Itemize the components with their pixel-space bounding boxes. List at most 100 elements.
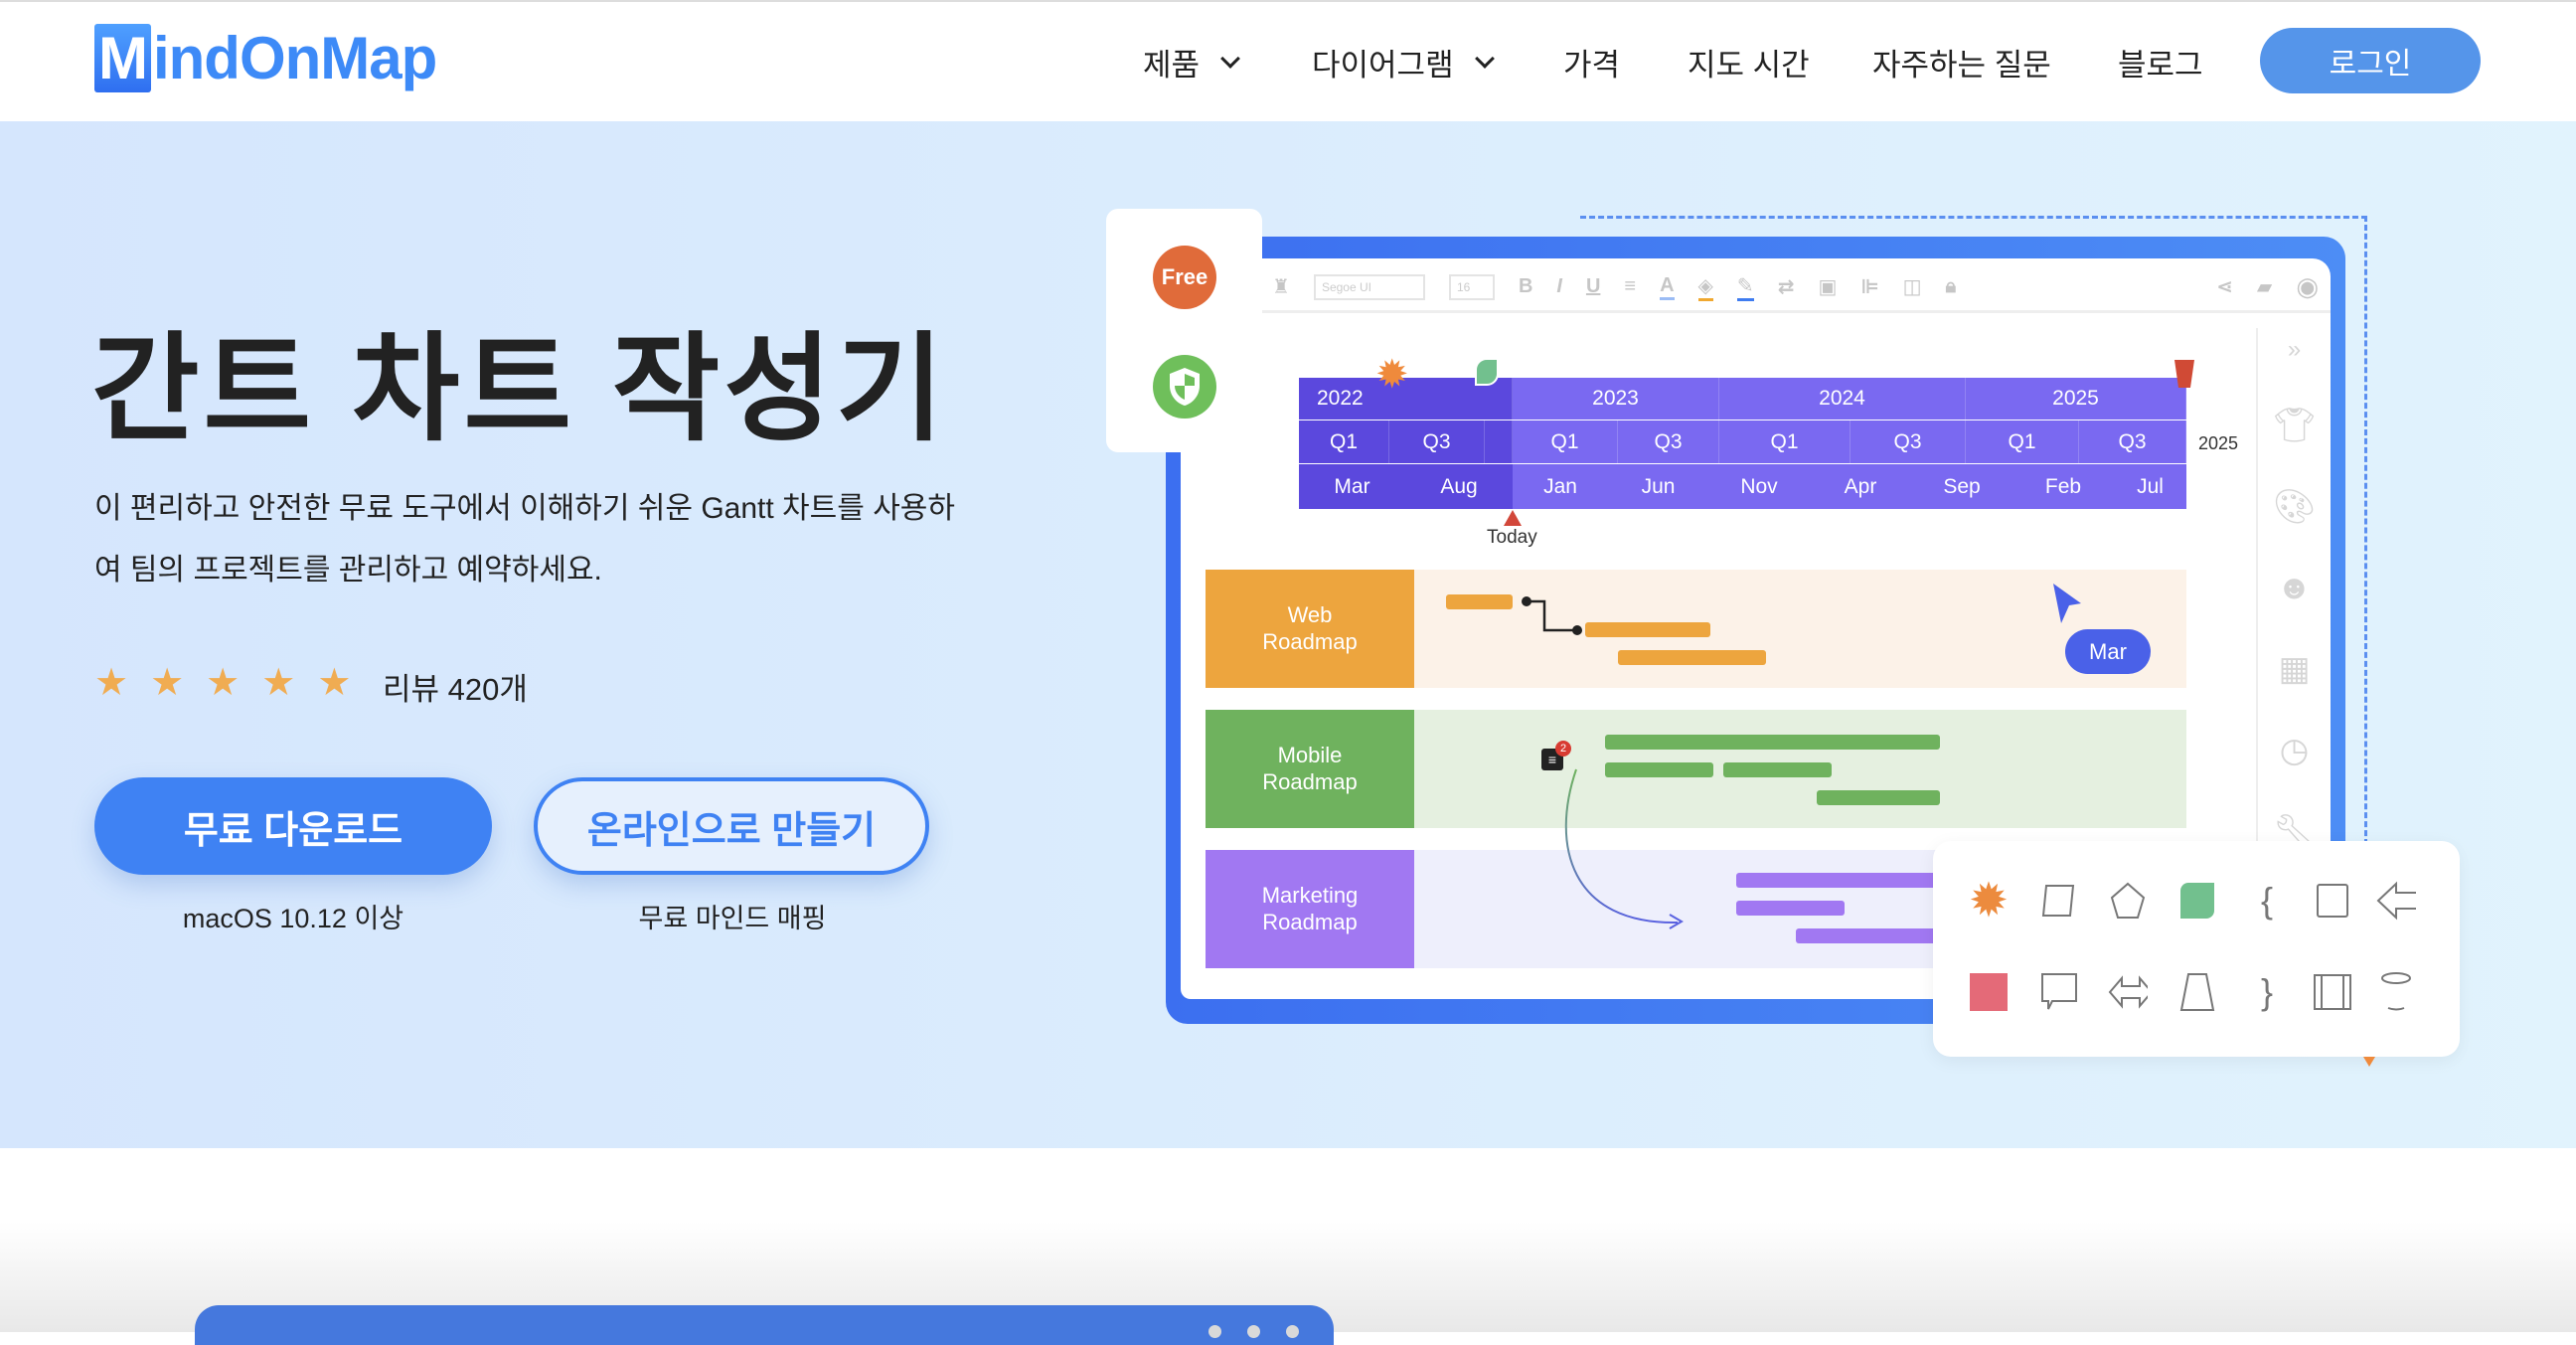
month-cell: Jun xyxy=(1608,464,1708,509)
create-online-button[interactable]: 온라인으로 만들기 xyxy=(534,777,929,875)
quarter-cell: Q1 xyxy=(1299,420,1389,463)
cylinder-shape-icon[interactable] xyxy=(2376,972,2416,1012)
star-icon: ★ xyxy=(317,662,352,704)
month-cell: Nov xyxy=(1708,464,1810,509)
bold-icon: B xyxy=(1518,275,1533,297)
task-bar xyxy=(1446,594,1513,609)
font-color-icon: A xyxy=(1660,274,1675,300)
top-border xyxy=(0,0,2576,2)
quarter-cell xyxy=(1485,420,1513,463)
shield-icon xyxy=(1153,355,1216,419)
rectangle-shape-icon[interactable] xyxy=(2313,881,2352,921)
chevron-down-icon xyxy=(1474,48,1495,69)
double-arrow-shape-icon[interactable] xyxy=(2108,972,2148,1012)
gantt-quarters-row: Q1 Q3 Q1 Q3 Q1 Q3 Q1 Q3 xyxy=(1299,420,2186,463)
guide-end-marker xyxy=(2363,1057,2375,1067)
layout-icon: ▦ xyxy=(2278,650,2311,688)
download-requirement: macOS 10.12 이상 xyxy=(182,904,404,933)
font-select: Segoe UI xyxy=(1313,273,1425,300)
pen-icon: ✎ xyxy=(1736,273,1754,301)
palette-icon: 🎨︎ xyxy=(2272,488,2317,526)
task-bar xyxy=(1817,790,1940,805)
comment-count-badge: 2 xyxy=(1555,741,1571,757)
month-cell: Sep xyxy=(1911,464,2012,509)
month-cell: Aug xyxy=(1405,464,1513,509)
process-shape-icon[interactable] xyxy=(2313,972,2352,1012)
dashed-guide xyxy=(1580,216,2367,1059)
today-label: Today xyxy=(1487,527,1537,548)
share-icon: ⋖ xyxy=(2216,276,2233,298)
year-cell: 2023 xyxy=(1513,378,1719,420)
collapse-icon: » xyxy=(2287,336,2302,363)
rating-stars: ★★★★★ xyxy=(94,664,351,702)
free-badge: Free xyxy=(1153,246,1216,309)
right-brace-shape-icon[interactable]: } xyxy=(2260,971,2274,1012)
star-icon: ★ xyxy=(150,662,185,704)
dependency-connector xyxy=(1522,596,1582,635)
nav-diagrams[interactable]: 다이어그램 xyxy=(1312,40,1495,84)
pentagon-shape-icon[interactable] xyxy=(2108,881,2148,921)
folder-icon: ▰ xyxy=(2256,276,2273,298)
preview-card xyxy=(195,1305,1334,1345)
task-bar xyxy=(1585,622,1710,637)
month-cell: Jan xyxy=(1513,464,1608,509)
trapezoid-shape-icon[interactable] xyxy=(2177,972,2217,1012)
review-count: 리뷰 420개 xyxy=(383,672,528,707)
leaf-shape-icon[interactable] xyxy=(2177,881,2217,921)
cursor-icon xyxy=(2053,584,2081,623)
parallelogram-shape-icon[interactable] xyxy=(2038,881,2078,921)
hero-description-line2: 여 팀의 프로젝트를 관리하고 예약하세요. xyxy=(94,554,602,587)
cursor-label: Mar xyxy=(2065,629,2151,674)
task-bar xyxy=(1605,735,1940,750)
theme-icon: 👕︎ xyxy=(2272,407,2317,444)
quarter-cell: Q1 xyxy=(1966,420,2079,463)
month-cell: Jul xyxy=(2114,464,2186,509)
nav-tutorial[interactable]: 지도 시간 xyxy=(1688,48,1810,83)
next-section xyxy=(0,1148,2576,1332)
editor-toolbar: ♜ Segoe UI 16 B I U ≡ A ◈ ✎ ⇄ ▣ ⊫ ◫ 🔒︎ ⋖… xyxy=(1262,263,2331,313)
quarter-cell: Q3 xyxy=(1389,420,1485,463)
nav-blog[interactable]: 블로그 xyxy=(2118,48,2203,83)
year-cell: 2025 xyxy=(1966,378,2186,420)
arrow-left-shape-icon[interactable] xyxy=(2376,881,2416,921)
lock-icon: 🔒︎ xyxy=(1945,275,1957,297)
nav-products[interactable]: 제품 xyxy=(1143,40,1240,84)
align-icon: ≡ xyxy=(1624,275,1637,297)
task-bar xyxy=(1605,762,1713,777)
nav-pricing[interactable]: 가격 xyxy=(1563,48,1621,83)
free-download-button[interactable]: 무료 다운로드 xyxy=(94,777,492,875)
quarter-cell: Q1 xyxy=(1513,420,1618,463)
group-icon: ◫ xyxy=(1902,276,1922,298)
speech-bubble-shape-icon[interactable] xyxy=(2038,972,2078,1012)
emoji-icon: ☻ xyxy=(2276,569,2313,606)
starburst-shape-icon[interactable]: ✹ xyxy=(1968,875,2010,927)
distribute-icon: ⊫ xyxy=(1860,276,1879,298)
line-style-icon: ⇄ xyxy=(1777,276,1795,298)
format-painter-icon: ♜ xyxy=(1272,276,1290,298)
side-year-label: 2025 xyxy=(2198,433,2239,453)
quarter-cell: Q3 xyxy=(1618,420,1719,463)
task-bar xyxy=(1736,901,1845,916)
underline-icon: U xyxy=(1585,275,1601,297)
task-bar xyxy=(1618,650,1766,665)
user-icon: ◉ xyxy=(2296,271,2319,301)
leaf-marker-icon xyxy=(1475,358,1499,386)
italic-icon: I xyxy=(1556,275,1562,297)
layer-icon: ▣ xyxy=(1818,276,1838,298)
nav-faq[interactable]: 자주하는 질문 xyxy=(1872,48,2051,83)
star-icon: ★ xyxy=(261,662,296,704)
task-bar xyxy=(1736,873,1938,888)
login-button[interactable]: 로그인 xyxy=(2260,28,2481,93)
quarter-cell: Q3 xyxy=(1851,420,1966,463)
star-icon: ★ xyxy=(206,662,241,704)
quarter-cell: Q3 xyxy=(2079,420,2186,463)
history-icon: ◷ xyxy=(2279,732,2310,769)
left-brace-shape-icon[interactable]: { xyxy=(2260,880,2274,921)
today-marker-icon xyxy=(1504,510,1522,526)
red-square-shape-icon[interactable] xyxy=(1969,972,2009,1012)
starburst-marker-icon: ✹ xyxy=(1375,353,1409,397)
